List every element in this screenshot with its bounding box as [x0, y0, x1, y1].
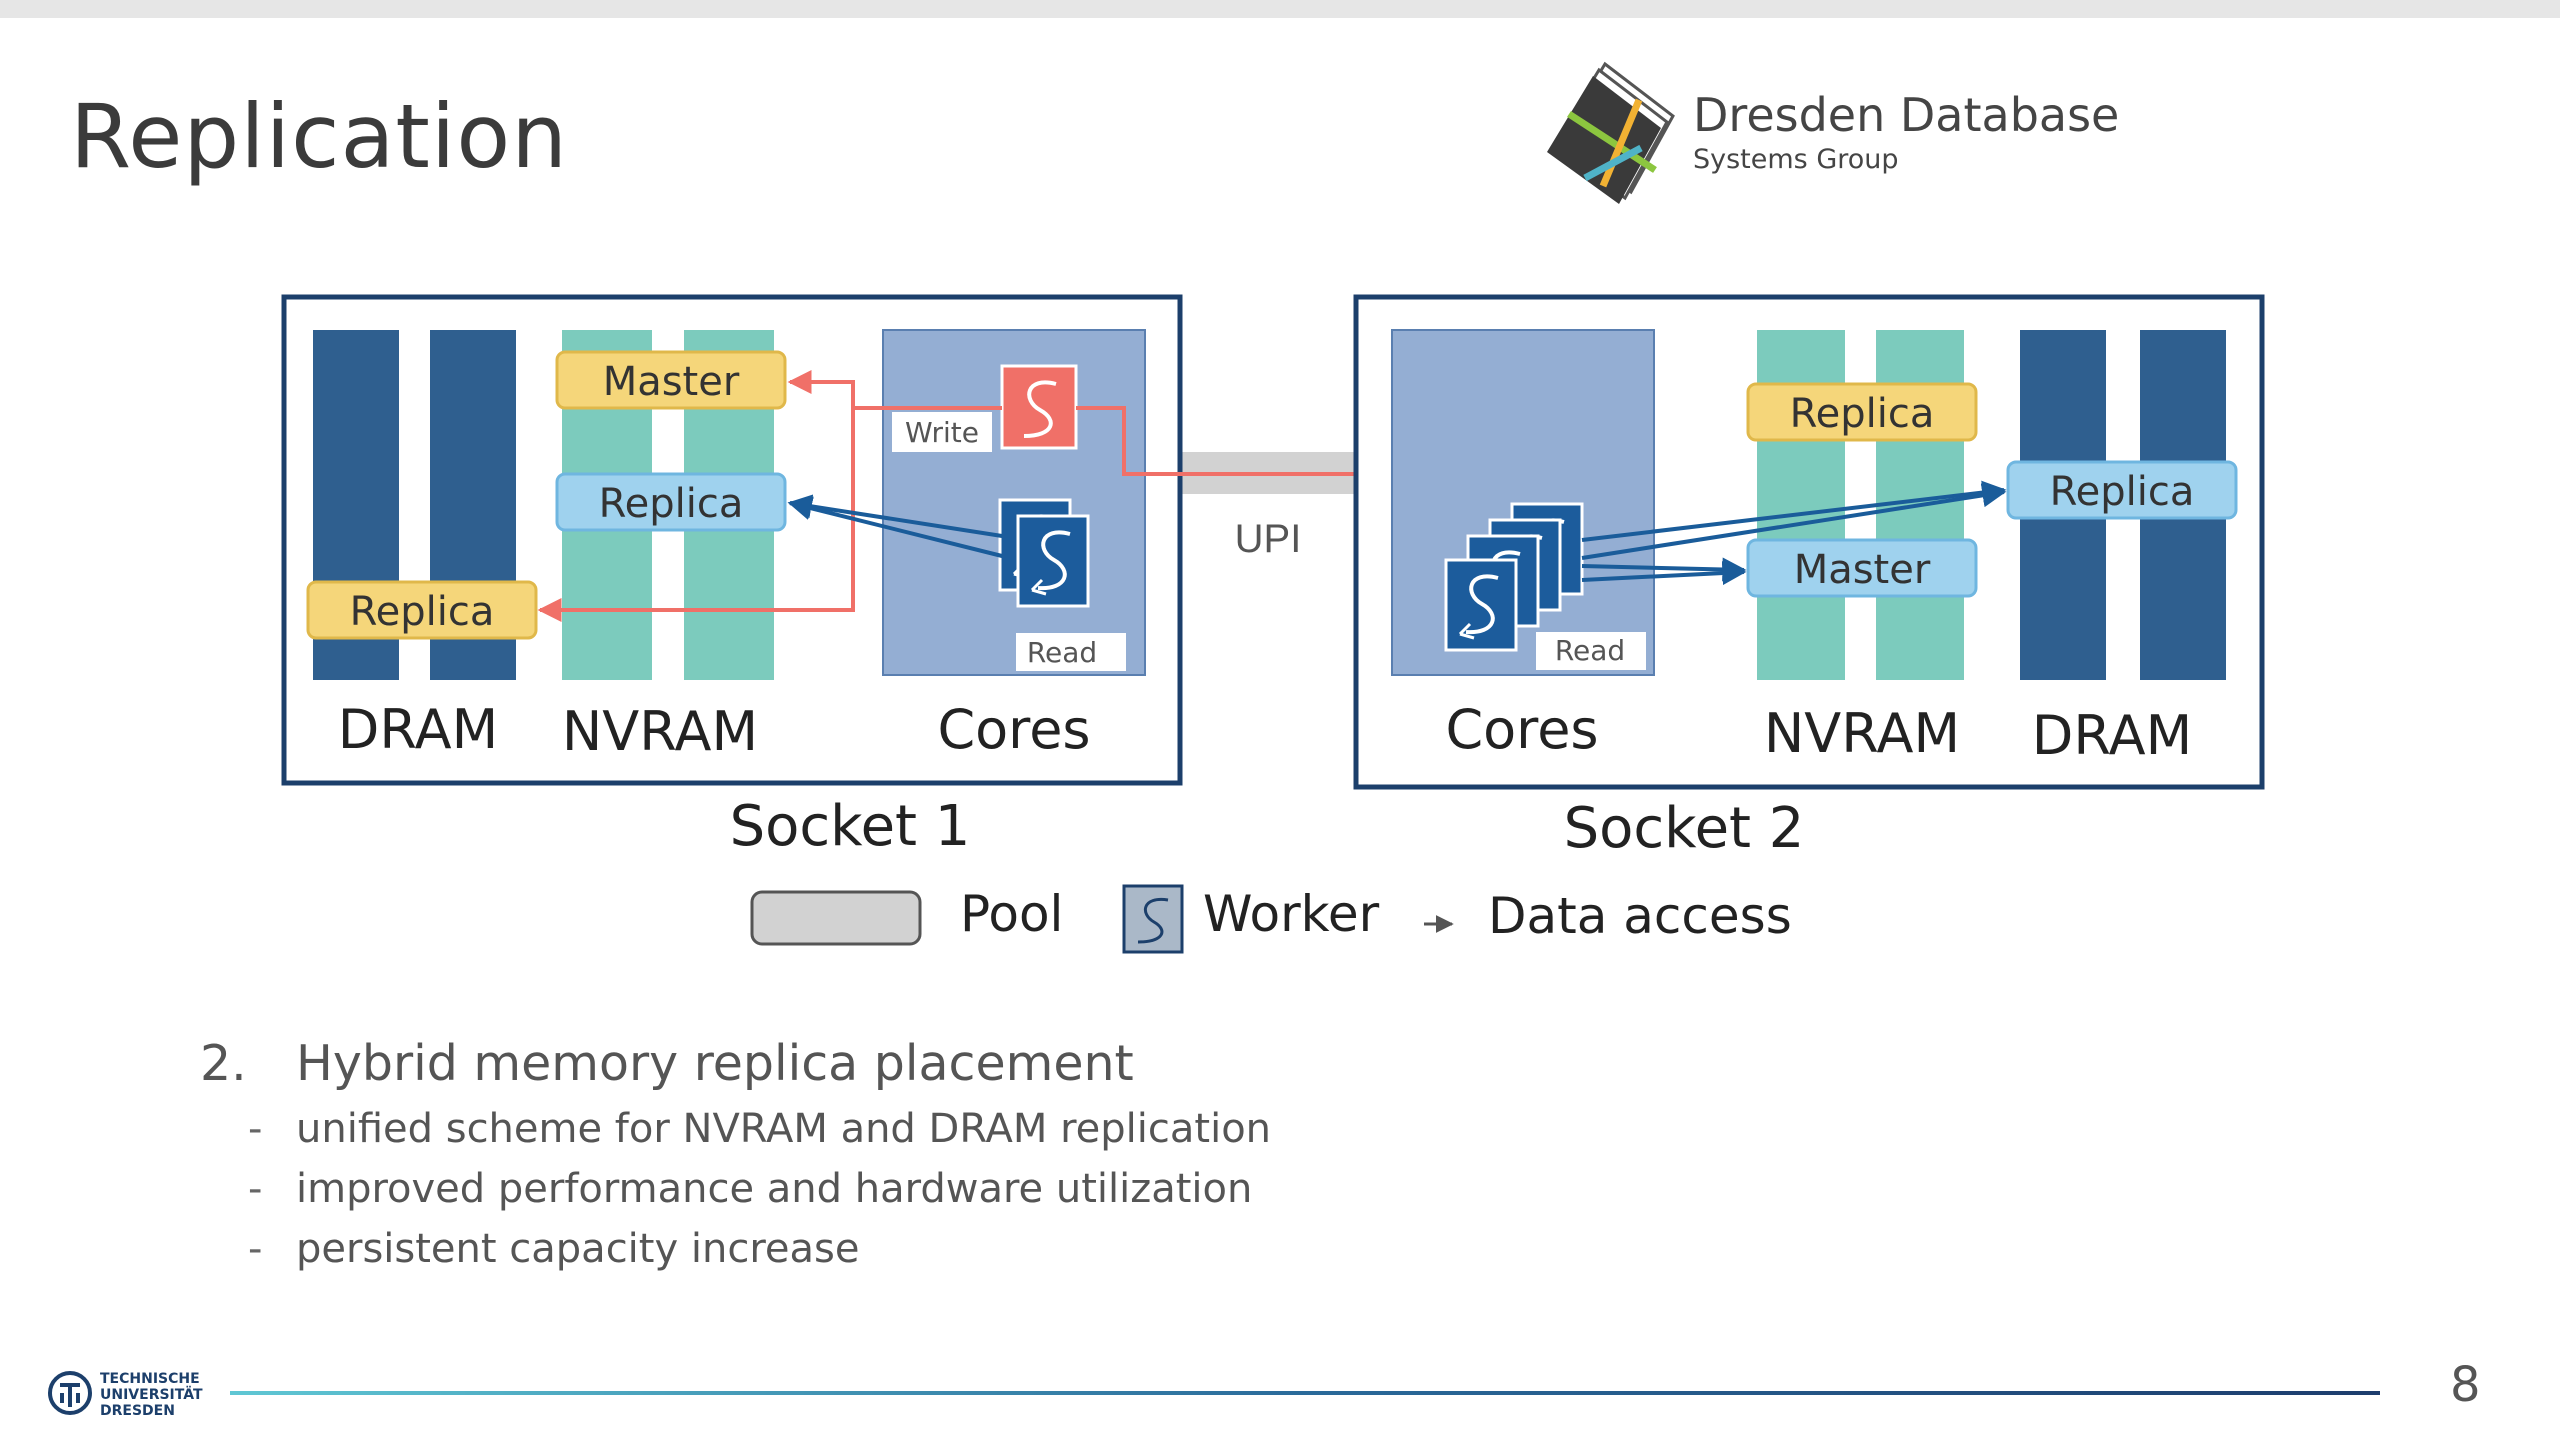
socket-2-nvram-replica-label: Replica — [1790, 391, 1935, 437]
tu-dresden-logo: TECHNISCHE UNIVERSITÄT DRESDEN — [46, 1365, 216, 1421]
item-title: Hybrid memory replica placement — [296, 1035, 1134, 1092]
subpoint-dash: - — [248, 1226, 263, 1272]
upi-label: UPI — [1235, 517, 1302, 561]
socket-1-master-label: Master — [603, 359, 740, 405]
footer-logo-line: TECHNISCHE — [100, 1371, 200, 1387]
legend-worker-icon — [1122, 884, 1184, 954]
group-logo: Dresden Database Systems Group — [1545, 60, 2119, 210]
socket-2-label: Socket 2 — [1564, 796, 1805, 861]
subpoint-dash: - — [248, 1106, 263, 1152]
socket-1-nvram-replica-label: Replica — [599, 481, 744, 527]
legend: Pool Worker Data access — [750, 884, 1792, 954]
dresden-database-logo-icon — [1547, 61, 1675, 204]
footer-logo-line: DRESDEN — [100, 1403, 175, 1419]
legend-worker-label: Worker — [1203, 885, 1380, 943]
socket-1-read-arrow — [787, 496, 1003, 558]
replication-diagram: UPI Master Replica Replica Write — [281, 294, 2265, 954]
subpoint: improved performance and hardware utiliz… — [296, 1166, 1253, 1212]
socket-1-cores-label: Cores — [937, 698, 1090, 761]
socket-1-dram-replica-label: Replica — [350, 589, 495, 635]
socket-2-read-arrow — [1581, 557, 1747, 582]
socket-1-master-block — [555, 350, 787, 410]
socket-2-cores-label: Cores — [1445, 698, 1598, 761]
socket-2-master-block — [1746, 538, 1978, 598]
item-number: 2. — [200, 1035, 247, 1092]
page-number: 8 — [2450, 1357, 2481, 1413]
socket-2-read-arrow — [1581, 561, 1747, 586]
page-title: Replication — [70, 85, 568, 188]
legend-data-access-label: Data access — [1488, 887, 1792, 945]
socket-1: Master Replica Replica Write Read — [281, 294, 1749, 859]
socket-2: Replica Master Replica Read Cores NVRAM … — [1353, 294, 2265, 861]
logo-name: Dresden Database — [1693, 88, 2120, 142]
socket-2-read-arrow — [1581, 480, 2007, 542]
socket-1-read-arrow — [787, 494, 1003, 538]
socket-1-nvram-label: NVRAM — [562, 700, 758, 763]
socket-2-dram-replica-block — [2006, 460, 2238, 520]
socket-1-dram-replica-block — [306, 580, 538, 640]
socket-2-nvram-replica-block — [1746, 382, 1978, 442]
socket-1-read-label-box — [1016, 633, 1126, 671]
legend-pool-swatch — [750, 890, 922, 946]
socket-2-nvram-label: NVRAM — [1764, 702, 1960, 765]
logo-subtitle: Systems Group — [1693, 144, 1899, 175]
socket-2-read-label: Read — [1555, 634, 1625, 667]
subpoint-dash: - — [248, 1166, 263, 1212]
socket-1-dram-label: DRAM — [338, 698, 498, 761]
footer-divider — [230, 1391, 2380, 1395]
socket-1-write-arrow-dram-replica — [537, 408, 855, 622]
legend-pool-label: Pool — [960, 885, 1063, 943]
socket-1-write-label: Write — [905, 416, 979, 449]
subpoint: unified scheme for NVRAM and DRAM replic… — [296, 1106, 1272, 1152]
socket-1-nvram-replica-block — [555, 472, 787, 532]
socket-1-read-label: Read — [1027, 636, 1097, 669]
socket-2-dram-replica-label: Replica — [2050, 469, 2195, 515]
socket-1-write-label-box — [892, 412, 992, 452]
socket-1-label: Socket 1 — [730, 794, 971, 859]
socket-2-master-label: Master — [1794, 547, 1931, 593]
socket-1-write-arrow-master — [787, 370, 1002, 410]
socket-1-writer-worker — [1000, 364, 1078, 450]
socket-2-read-label-box — [1536, 632, 1646, 670]
subpoint: persistent capacity increase — [296, 1226, 860, 1272]
socket-2-read-arrow — [1581, 483, 2007, 560]
top-bar — [0, 0, 2560, 18]
tu-dresden-logo-icon: TECHNISCHE UNIVERSITÄT DRESDEN — [48, 1371, 203, 1419]
socket-2-dram-label: DRAM — [2032, 704, 2192, 767]
footer-logo-line: UNIVERSITÄT — [100, 1386, 203, 1403]
